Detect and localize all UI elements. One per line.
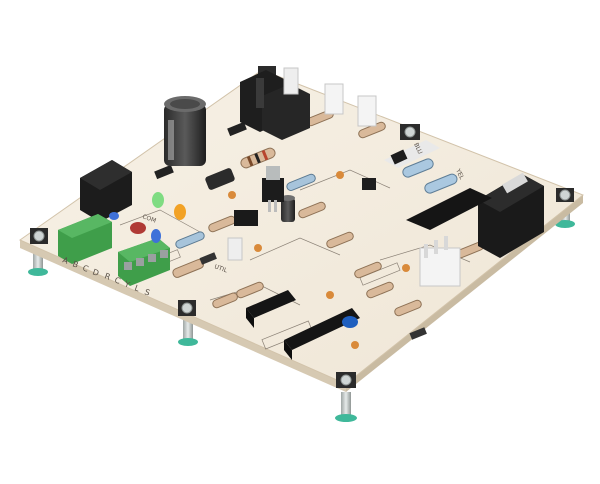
terminal-label-d: D: [91, 267, 100, 278]
mounting-holes: [30, 66, 574, 388]
small-capacitor: [281, 195, 295, 222]
small-components: [154, 121, 427, 349]
white-connectors: [227, 67, 461, 287]
terminal-label-l: L: [133, 283, 141, 293]
small-ic: [234, 210, 258, 226]
heatsink-transistors: [240, 70, 310, 140]
dip-ic-1: [246, 290, 296, 328]
terminal-label-c2: C: [113, 275, 122, 286]
terminal-label-b: B: [71, 259, 79, 269]
terminal-label-a: A: [61, 255, 70, 266]
green-terminal-block: [58, 214, 170, 286]
yel-label: YEL: [454, 167, 466, 181]
terminal-label-c: C: [81, 263, 90, 274]
blu-label: BLU: [412, 142, 423, 155]
util-label: UTIL: [213, 263, 228, 274]
label-block: [406, 188, 492, 230]
relay-right: [478, 172, 544, 258]
dip-ic-2: [284, 308, 360, 360]
terminal-label-y: Y: [122, 279, 131, 290]
voltage-regulator: [262, 166, 284, 212]
transistor: [205, 168, 376, 190]
com-label: COM: [141, 213, 157, 224]
terminal-label-s: S: [143, 287, 151, 297]
relay-left: [80, 160, 132, 222]
terminal-label-r: R: [103, 271, 112, 282]
disc-capacitor: [342, 316, 358, 328]
leds: [109, 192, 186, 243]
barcode-label: [384, 140, 440, 168]
electrolytic-capacitor: [164, 96, 206, 166]
silkscreen-text: A B C D R C Y L S COM UTIL BLU YEL: [61, 142, 465, 298]
